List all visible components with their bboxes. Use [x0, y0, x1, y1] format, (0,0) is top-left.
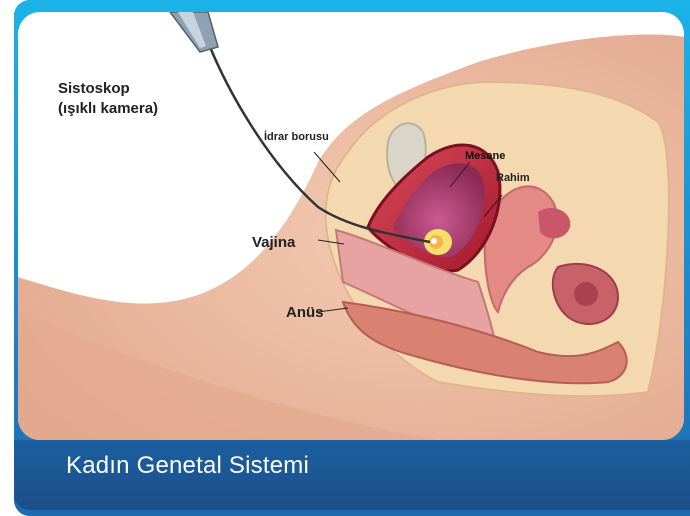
label-idrar-borusu: İdrar borusu	[264, 131, 329, 143]
label-sistoskop: Sistoskop	[58, 80, 130, 97]
label-isikli-kamera: (ışıklı kamera)	[58, 100, 158, 117]
anatomy-illustration	[18, 12, 684, 440]
label-anus: Anüs	[286, 304, 324, 321]
label-rahim: Rahim	[496, 172, 530, 184]
figure-caption: Kadın Genetal Sistemi	[66, 452, 309, 480]
label-mesane: Mesane	[465, 150, 505, 162]
label-vajina: Vajina	[252, 234, 295, 251]
illustration-panel	[18, 12, 684, 440]
